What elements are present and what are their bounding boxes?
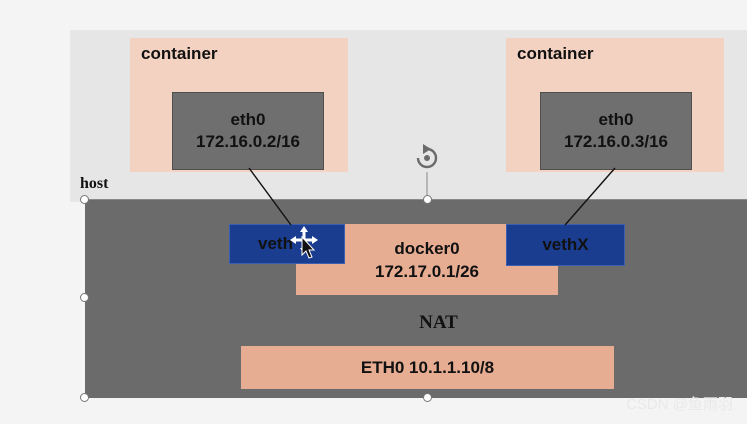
veth-left: veth (229, 224, 345, 264)
veth-right: vethX (506, 224, 625, 266)
move-cursor-icon (290, 226, 318, 259)
link-right (564, 167, 616, 226)
watermark: CSDN @鱼雨羽 (626, 396, 733, 413)
container-left: container eth0 172.16.0.2/16 (130, 38, 348, 172)
veth-left-label: veth (258, 234, 293, 253)
container-left-iface: eth0 (230, 110, 266, 129)
host-label: host (80, 175, 109, 192)
container-right-ip: 172.16.0.3/16 (564, 132, 668, 151)
container-left-ip: 172.16.0.2/16 (196, 132, 300, 151)
host-eth0-label: ETH0 10.1.1.10/8 (360, 357, 495, 377)
container-left-eth0: eth0 172.16.0.2/16 (172, 92, 324, 170)
rotate-handle-icon[interactable] (416, 144, 438, 169)
resize-handle-top-left[interactable] (80, 195, 89, 204)
container-right-iface: eth0 (598, 110, 634, 129)
container-right-title: container (517, 44, 594, 63)
docker0-name: docker0 (394, 238, 460, 258)
veth-right-label: vethX (542, 235, 589, 254)
docker0-ip: 172.17.0.1/26 (375, 261, 479, 281)
container-right-eth0: eth0 172.16.0.3/16 (540, 92, 692, 170)
container-right: container eth0 172.16.0.3/16 (506, 38, 724, 172)
link-left (248, 167, 292, 226)
nat-label: NAT (419, 312, 458, 333)
container-left-title: container (141, 44, 218, 63)
resize-handle-bottom-left[interactable] (80, 393, 89, 402)
resize-handle-middle-left[interactable] (80, 293, 89, 302)
host-eth0: ETH0 10.1.1.10/8 (241, 346, 614, 389)
resize-handle-bottom-center[interactable] (423, 393, 432, 402)
resize-handle-top-center[interactable] (423, 195, 432, 204)
